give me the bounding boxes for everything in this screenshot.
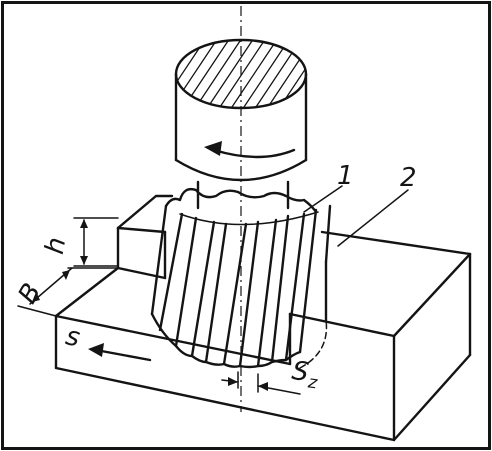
- label-feed-per-tooth-sub: z: [306, 372, 320, 393]
- label-width-b: B: [13, 278, 48, 308]
- leader-cutter: [303, 185, 343, 213]
- label-feed-per-tooth: Sz: [289, 356, 321, 393]
- dimension-sz: [221, 371, 301, 395]
- spindle-shank: [174, 38, 308, 210]
- leader-workpiece: [337, 189, 409, 247]
- dimension-b: [17, 267, 119, 317]
- label-cutter: 1: [337, 161, 354, 191]
- rotation-arrowhead: [204, 141, 222, 156]
- label-feed-per-tooth-main: S: [290, 356, 311, 388]
- workpiece-block: [54, 194, 472, 442]
- helical-cutter: [150, 187, 332, 369]
- rotation-arrow: [212, 148, 296, 159]
- label-feed-s: s: [63, 321, 82, 353]
- dimension-h: [73, 217, 119, 267]
- label-depth-h: h: [40, 235, 72, 256]
- hatched-section: [176, 40, 306, 108]
- feed-arrow: [88, 343, 152, 362]
- label-workpiece: 2: [400, 163, 417, 193]
